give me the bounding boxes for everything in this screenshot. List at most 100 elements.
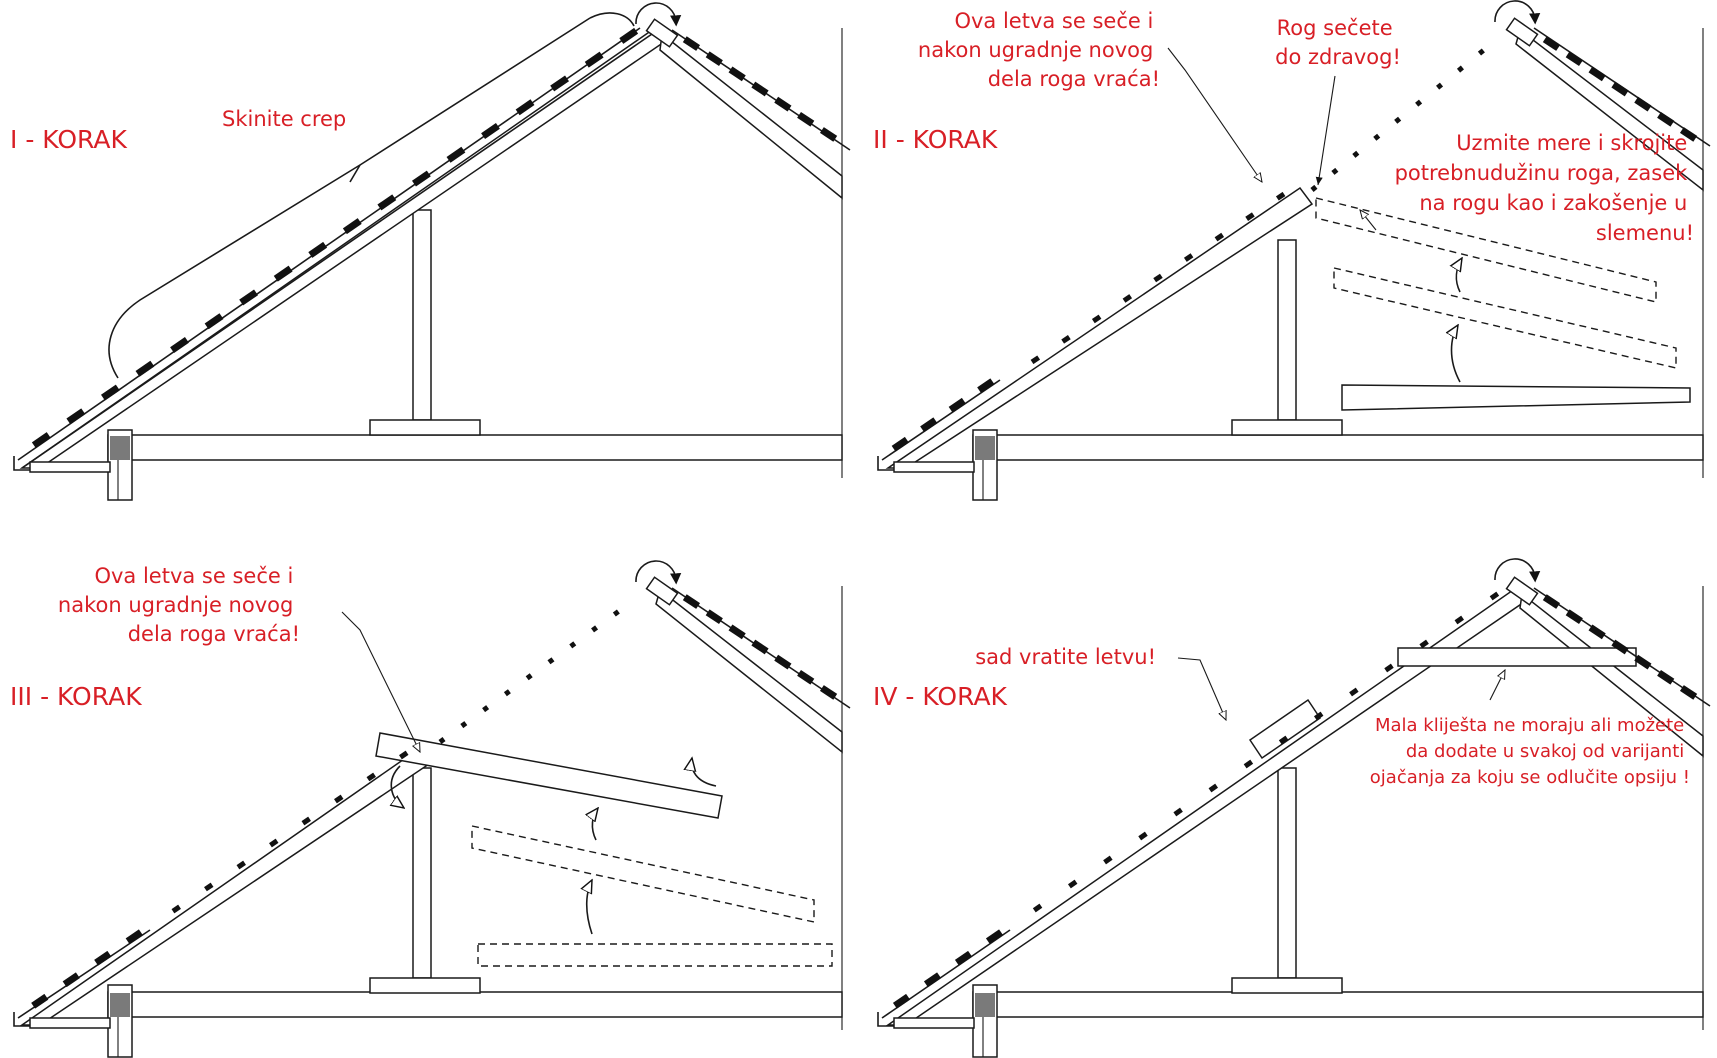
- roof-tile: [923, 972, 942, 988]
- roof-tile: [1349, 687, 1359, 697]
- roof-tile: [954, 950, 973, 966]
- roof-tile: [31, 993, 49, 1009]
- roof-tile: [171, 904, 181, 914]
- roof-tile: [705, 609, 723, 625]
- roof-tile: [399, 750, 409, 760]
- roof-tile: [920, 417, 938, 433]
- roof-tile: [728, 66, 746, 82]
- roof-tile: [31, 432, 51, 449]
- roof-tile: [1657, 669, 1675, 685]
- note-collar-tie: Mala kliješta ne moraju ali možete da do…: [1370, 715, 1690, 788]
- roof-tile: [1565, 51, 1583, 67]
- roof-tile: [100, 384, 120, 401]
- roof-tile: [1565, 609, 1583, 625]
- roof-tile: [411, 170, 431, 187]
- roof-tile: [1588, 66, 1606, 82]
- roof-tile: [774, 96, 792, 112]
- roof-tile: [797, 111, 815, 127]
- roof-tile: [682, 36, 701, 51]
- roof-tile: [1173, 807, 1183, 817]
- roof-tile: [273, 265, 293, 282]
- roof-tile: [1068, 879, 1078, 889]
- roof-tile: [1245, 212, 1255, 221]
- panel-step-1: I - KORAK Skinite crep: [10, 2, 851, 501]
- roof-tile: [705, 51, 723, 67]
- roof-tile: [204, 882, 214, 892]
- roof-tile: [239, 289, 259, 306]
- roof-tile: [334, 794, 344, 804]
- roof-tile: [481, 123, 500, 139]
- roof-tile: [1489, 591, 1500, 601]
- roof-tile: [1657, 111, 1675, 127]
- roof-tile: [892, 993, 911, 1009]
- step-label: IV - KORAK: [873, 682, 1008, 711]
- roof-tile: [1214, 232, 1225, 242]
- roof-tile: [1384, 663, 1394, 673]
- roof-tiles-left: [17, 27, 653, 469]
- roof-tile: [1634, 96, 1652, 112]
- roof-tile: [236, 860, 246, 870]
- roof-tile: [301, 816, 311, 826]
- roof-tile: [619, 27, 639, 44]
- roof-tile: [819, 685, 838, 700]
- roof-tile: [1091, 314, 1102, 324]
- panel-step-3: III - KORAK Ova letva se seče i nakon ug…: [10, 560, 851, 1058]
- roof-tile: [1611, 639, 1629, 655]
- roof-tile: [1314, 711, 1324, 721]
- step-label: I - KORAK: [10, 125, 127, 154]
- roof-tile: [269, 838, 279, 848]
- roof-tile: [342, 218, 362, 235]
- roof-tile: [550, 75, 570, 92]
- roof-tile: [1588, 624, 1606, 640]
- roof-tile: [1611, 81, 1629, 97]
- roof-tile: [1153, 273, 1163, 283]
- roof-tile: [308, 241, 328, 258]
- panel-step-2: II - KORAK Ova letva se seče i nakon ugr…: [873, 0, 1711, 501]
- roof-tile: [62, 972, 80, 988]
- panel-step-4: IV - KORAK sad vratite letvu! Mala klije…: [873, 558, 1711, 1058]
- roof-tile: [797, 669, 815, 685]
- roof-tile: [584, 51, 604, 68]
- roof-tile: [682, 594, 701, 609]
- roof-tile: [125, 929, 143, 945]
- roof-tile: [204, 313, 224, 330]
- roof-tile: [1208, 783, 1218, 793]
- roof-tile: [1122, 294, 1133, 303]
- roof-tile: [977, 378, 995, 394]
- roof-tile: [1032, 903, 1043, 913]
- batten-ticks: [31, 27, 1698, 1009]
- roof-tile: [1542, 594, 1561, 609]
- roof-tile: [819, 127, 838, 142]
- roof-tile: [728, 624, 746, 640]
- roof-tile: [774, 654, 792, 670]
- step-label: II - KORAK: [873, 125, 998, 154]
- roof-tile: [1103, 855, 1113, 865]
- roof-tile: [366, 772, 376, 782]
- roof-tile: [1454, 615, 1464, 625]
- roof-tile: [1679, 685, 1698, 700]
- roof-tile: [985, 929, 1004, 945]
- roof-tile: [1061, 335, 1071, 344]
- roof-tile: [1030, 355, 1041, 365]
- roof-tile: [170, 337, 189, 353]
- roof-tile: [1243, 759, 1254, 769]
- roof-tile: [1419, 639, 1429, 649]
- roof-tile: [1278, 735, 1289, 745]
- roof-tile: [377, 194, 397, 211]
- note-cut-rafter: Rog sečete do zdravog!: [1275, 16, 1401, 69]
- roof-tile: [1183, 253, 1194, 262]
- roof-tile: [1275, 191, 1286, 201]
- roof-tile: [135, 360, 155, 377]
- roof-tile: [948, 397, 966, 413]
- note-return-batten: sad vratite letvu!: [975, 645, 1156, 669]
- note-measure-rafter: Uzmite mere i skrojite potrebnudužinu ro…: [1395, 131, 1694, 245]
- roof-tile: [66, 408, 86, 425]
- note-remove-tiles: Skinite crep: [222, 107, 346, 131]
- roof-tile: [751, 639, 769, 655]
- roof-tile: [515, 99, 535, 116]
- note-cut-batten: Ova letva se seče i nakon ugradnje novog…: [58, 564, 300, 646]
- roof-tile: [94, 950, 112, 966]
- roof-tile: [891, 436, 909, 452]
- roof-tile: [751, 81, 769, 97]
